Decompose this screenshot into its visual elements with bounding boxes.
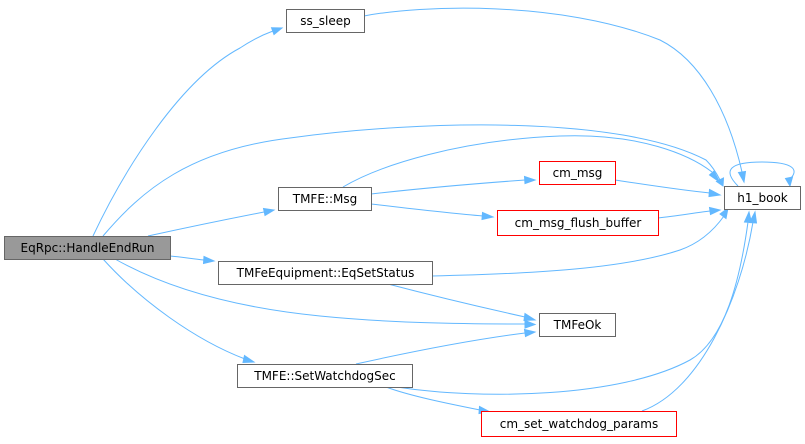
- node-label: h1_book: [737, 191, 788, 205]
- edge-arrowhead: [242, 354, 256, 364]
- edge-line: [657, 210, 711, 219]
- edge-ss-sleep-to-h1-book: [363, 7, 747, 184]
- edge-line: [92, 30, 274, 237]
- nodes-layer: EqRpc::HandleEndRunss_sleepTMFE::Msgcm_m…: [4, 9, 801, 437]
- node-box[interactable]: [286, 9, 365, 33]
- node-box[interactable]: [481, 411, 677, 437]
- node-tmfeequipment-eqsetstatus[interactable]: TMFeEquipment::EqSetStatus: [218, 261, 433, 285]
- edge-h1-book-to-h1-book: [729, 161, 795, 188]
- edge-line: [641, 221, 754, 412]
- node-tmfeok[interactable]: TMFeOk: [539, 313, 616, 337]
- edge-arrowhead: [743, 210, 753, 224]
- edge-eqrpc-handleendrun-to-tmfe-msg: [147, 207, 276, 237]
- edge-line: [363, 7, 743, 173]
- node-tmfe-setwatchdogsec[interactable]: TMFE::SetWatchdogSec: [237, 364, 413, 388]
- node-ss-sleep[interactable]: ss_sleep: [286, 9, 365, 33]
- node-box[interactable]: [4, 236, 171, 260]
- edge-cm-msg-to-h1-book: [614, 179, 722, 198]
- node-label: cm_set_watchdog_params: [500, 417, 658, 431]
- edge-line: [370, 203, 484, 217]
- edge-line: [355, 332, 526, 365]
- node-cm-msg[interactable]: cm_msg: [539, 161, 616, 185]
- edges-layer: [92, 7, 795, 415]
- edge-line: [387, 283, 526, 318]
- edge-tmfe-setwatchdogsec-to-h1-book: [396, 210, 753, 395]
- node-label: TMFE::SetWatchdogSec: [253, 369, 396, 383]
- node-eqrpc-handleendrun[interactable]: EqRpc::HandleEndRun: [4, 236, 171, 260]
- node-box[interactable]: [724, 186, 801, 210]
- edge-eqrpc-handleendrun-to-ss-sleep: [92, 27, 284, 237]
- edge-tmfe-msg-to-cm-msg-flush-buffer: [370, 203, 495, 221]
- edge-arrowhead: [524, 319, 537, 329]
- edge-line: [102, 258, 246, 360]
- node-box[interactable]: [218, 261, 433, 285]
- edge-tmfeequipment-eqsetstatus-to-h1-book: [431, 206, 729, 277]
- edge-arrowhead: [523, 312, 537, 322]
- node-box[interactable]: [539, 161, 616, 185]
- edge-arrowhead: [737, 170, 747, 184]
- edge-arrowhead: [719, 206, 729, 220]
- edge-line: [614, 179, 711, 194]
- edge-cm-set-watchdog-params-to-h1-book: [641, 210, 758, 412]
- edge-arrowhead: [481, 211, 495, 221]
- edge-line: [114, 258, 526, 325]
- node-cm-msg-flush-buffer[interactable]: cm_msg_flush_buffer: [497, 210, 659, 236]
- edge-arrowhead: [708, 188, 722, 198]
- edge-line: [396, 221, 749, 395]
- edge-arrowhead: [708, 206, 722, 216]
- node-label: ss_sleep: [300, 14, 350, 28]
- node-label: cm_msg: [553, 166, 603, 180]
- edge-line: [729, 161, 795, 187]
- edge-arrowhead: [784, 176, 794, 188]
- edge-arrowhead: [523, 328, 537, 338]
- edge-line: [342, 135, 713, 188]
- node-box[interactable]: [539, 313, 616, 337]
- node-label: cm_msg_flush_buffer: [515, 216, 642, 230]
- node-tmfe-msg[interactable]: TMFE::Msg: [278, 187, 372, 211]
- edge-line: [169, 255, 205, 261]
- node-h1-book[interactable]: h1_book: [724, 186, 801, 210]
- edge-eqrpc-handleendrun-to-tmfeequipment-eqsetstatus: [169, 255, 216, 265]
- edge-arrowhead: [748, 210, 758, 224]
- edge-cm-msg-flush-buffer-to-h1-book: [657, 206, 722, 219]
- node-cm-set-watchdog-params[interactable]: cm_set_watchdog_params: [481, 411, 677, 437]
- node-label: TMFE::Msg: [292, 192, 357, 206]
- edge-arrowhead: [715, 177, 725, 187]
- node-box[interactable]: [278, 187, 372, 211]
- node-box[interactable]: [497, 210, 659, 236]
- edge-arrowhead: [262, 207, 276, 217]
- edge-line: [431, 215, 725, 277]
- edge-tmfeequipment-eqsetstatus-to-tmfeok: [387, 283, 537, 322]
- edge-arrowhead: [708, 170, 720, 183]
- edge-arrowhead: [202, 255, 216, 265]
- edge-arrowhead: [523, 175, 537, 185]
- edge-line: [102, 124, 721, 237]
- node-label: TMFeEquipment::EqSetStatus: [236, 266, 415, 280]
- edge-tmfe-msg-to-h1-book: [342, 135, 720, 188]
- edge-arrowhead: [270, 27, 284, 36]
- node-label: TMFeOk: [553, 318, 602, 332]
- edge-line: [385, 386, 481, 411]
- edge-tmfe-setwatchdogsec-to-cm-set-watchdog-params: [385, 386, 492, 415]
- edge-eqrpc-handleendrun-to-tmfeok: [114, 258, 537, 329]
- edge-eqrpc-handleendrun-to-h1-book: [102, 124, 725, 237]
- node-box[interactable]: [237, 364, 413, 388]
- edge-eqrpc-handleendrun-to-tmfe-setwatchdogsec: [102, 258, 256, 364]
- edge-tmfe-setwatchdogsec-to-tmfeok: [355, 328, 537, 365]
- edge-line: [147, 211, 265, 237]
- edge-line: [370, 179, 526, 195]
- edge-tmfe-msg-to-cm-msg: [370, 175, 537, 195]
- node-label: EqRpc::HandleEndRun: [21, 241, 155, 255]
